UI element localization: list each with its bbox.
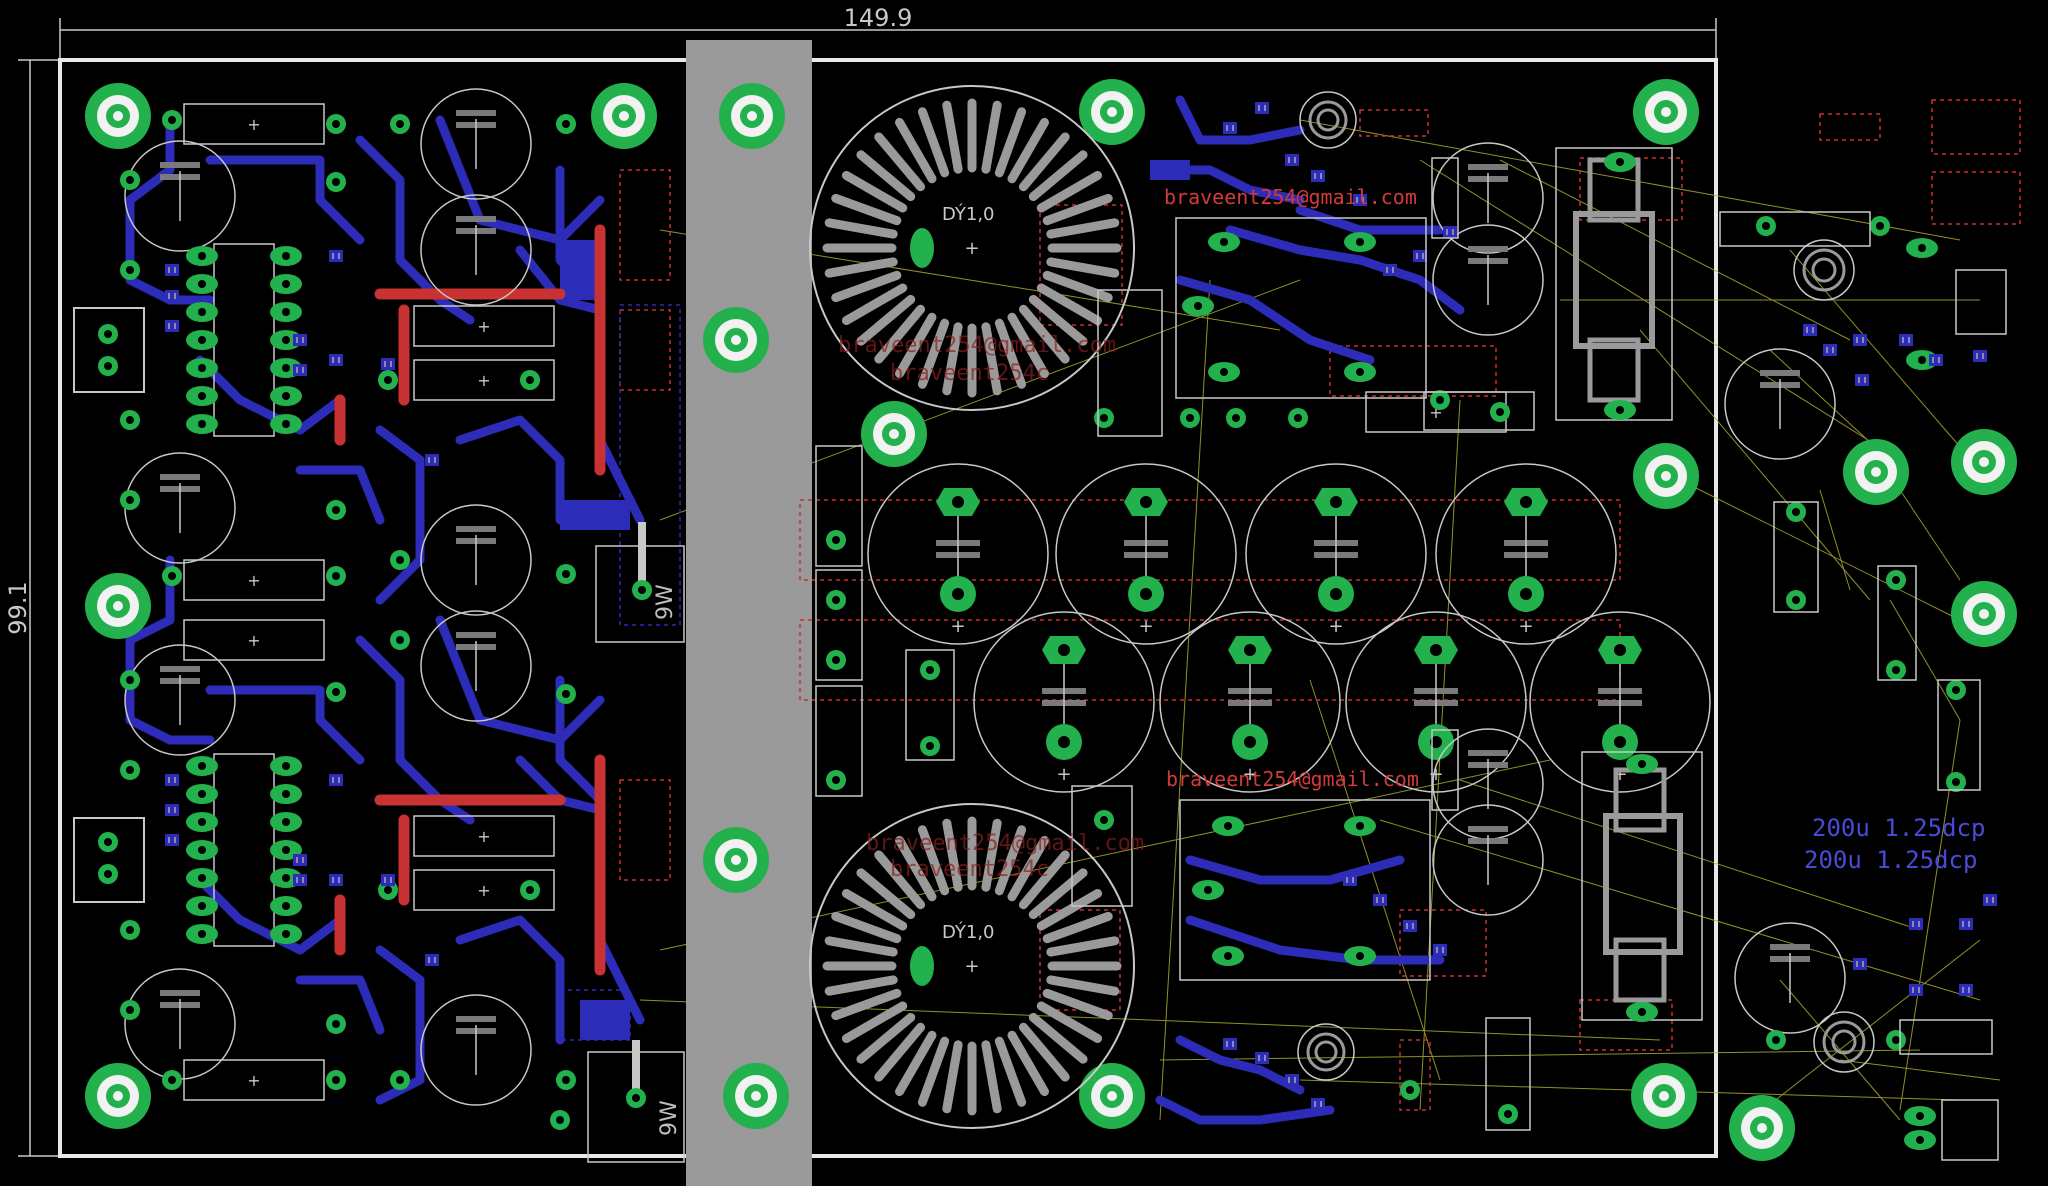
silk-email-ghost-top: braveent254@gmail.com	[838, 333, 1116, 358]
terminal-block-top[interactable]	[73, 307, 145, 393]
transformer-bottom-label: DÝ1,0	[942, 921, 995, 943]
trimmer-potentiometers[interactable]	[1297, 91, 1875, 1081]
dimension-height-label: 99.1	[4, 581, 32, 634]
ic-footprints[interactable]	[186, 243, 302, 947]
dimension-width-label: 149.9	[844, 4, 913, 32]
silk-email-ghost-top-sub: braveent254c	[890, 361, 1049, 386]
oval-pads	[1182, 232, 1938, 1150]
fuse-holder-top[interactable]	[1555, 147, 1673, 421]
power-resistor-upper-label: 9W	[653, 584, 678, 620]
top-copper-traces	[334, 224, 606, 976]
dimension-height: 99.1	[4, 59, 60, 1157]
silk-email-right-bottom: braveent254@gmail.com	[1166, 767, 1419, 791]
svg-text:+: +	[964, 956, 979, 977]
board-outline	[58, 58, 1718, 1158]
transformer-toroid-bottom[interactable]: + DÝ1,0	[809, 803, 1135, 1129]
terminal-block-bottom[interactable]	[73, 817, 145, 903]
silk-email-ghost-bottom-sub: braveent254c	[890, 857, 1049, 882]
fuse-holder-bottom[interactable]	[1581, 751, 1703, 1022]
note-line-2: 200u 1.25dcp	[1804, 846, 1977, 874]
power-resistor-lower-label: 9W	[657, 1100, 682, 1136]
filter-capacitors[interactable]	[867, 463, 1711, 793]
power-resistor-lower[interactable]: 9W	[587, 1040, 685, 1163]
note-line-1: 200u 1.25dcp	[1812, 814, 1985, 842]
power-resistor-upper[interactable]: 9W	[595, 522, 685, 643]
smd-components	[164, 101, 1998, 1111]
bottom-copper-pours	[560, 160, 1190, 1040]
svg-text:+: +	[964, 238, 979, 259]
silk-email-right-top: braveent254@gmail.com	[1164, 185, 1417, 209]
transformer-top-label: DÝ1,0	[942, 203, 995, 225]
dimension-width: 149.9	[59, 4, 1717, 60]
transformer-toroid-top[interactable]: + DÝ1,0	[809, 85, 1135, 411]
subcircuit-outlines	[815, 157, 2007, 1161]
silk-email-ghost-bottom: braveent254@gmail.com	[866, 831, 1144, 856]
heatsink-strip	[686, 40, 812, 1186]
